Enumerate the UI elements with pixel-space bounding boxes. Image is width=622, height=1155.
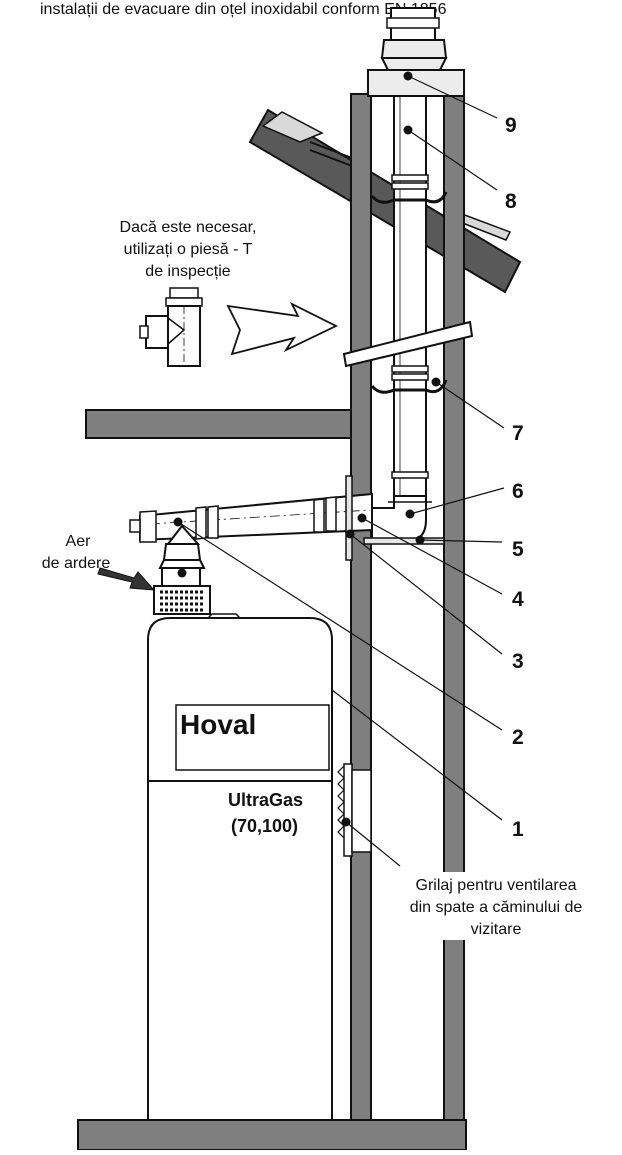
base-slab [77,1119,467,1151]
inspection-note-line-2: utilizați o piesă - T [124,241,253,258]
flue-elbow [371,495,427,543]
wall-bracket-lower [370,379,448,394]
callout-4: 4 [512,588,524,611]
combustion-air-arrow [97,567,156,591]
callout-6: 6 [512,480,524,503]
combustion-air-line-2: de ardere [42,555,111,572]
boiler-brand: Hoval [180,709,256,740]
combustion-air-line-1: Aer [66,533,92,550]
inspection-t-piece [139,287,203,367]
chimney-wall-right [443,93,465,1121]
callout-2: 2 [512,726,524,749]
inspection-note-line-1: Dacă este necesar, [120,219,257,236]
callout-9: 9 [505,114,517,137]
break-line [342,320,474,368]
chimney-wall-left [350,93,372,1121]
callout-3: 3 [512,650,524,673]
air-intake-grille [153,585,211,615]
wall-vent-grille [337,763,372,857]
boiler-logo-panel [175,704,330,771]
wall-bracket-upper [370,191,448,204]
boiler [147,617,333,1121]
wall-flange [345,475,353,561]
callout-7: 7 [512,422,524,445]
leader-lines [177,75,505,867]
chimney-cap [367,7,465,97]
inspection-note-line-3: de inspecție [145,263,230,280]
grille-note-line-1: Grilaj pentru ventilarea [416,877,577,894]
callout-5: 5 [512,538,524,561]
callout-8: 8 [505,190,517,213]
boiler-flue-adapter [158,524,206,587]
boiler-model-range: (70,100) [231,816,298,836]
callout-1: 1 [512,818,524,841]
horizontal-flue-pipe [129,492,373,543]
boiler-model: UltraGas [228,790,303,810]
direction-arrow [226,301,339,356]
header-text: instalații de evacuare din oțel inoxidab… [40,1,447,18]
grille-note-line-2: din spate a căminului de [410,899,583,916]
grille-note-line-3: vizitare [471,921,522,938]
floor-slab [85,409,353,439]
vertical-flue-pipe [391,95,429,497]
